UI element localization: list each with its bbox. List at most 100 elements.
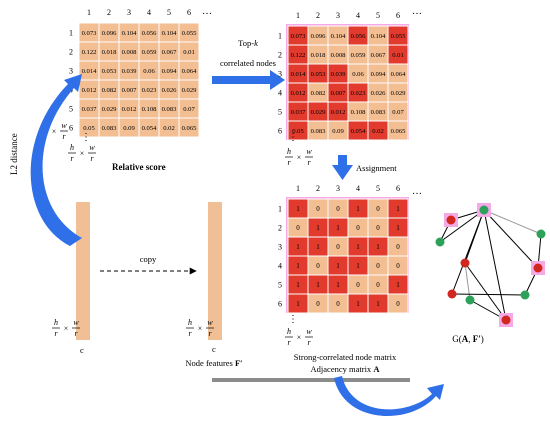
adjacency-col-index: 2 (316, 184, 320, 193)
svg-text:w: w (89, 143, 95, 152)
svg-text:w: w (61, 121, 67, 130)
relative-score-row-index: 3 (69, 67, 73, 76)
topk-row-index: 4 (278, 89, 282, 98)
adjacency-cell-value: 1 (356, 262, 360, 270)
relative-score-row-index: 5 (69, 105, 73, 114)
topk-cell-value: 0.083 (371, 109, 387, 116)
adjacency-cell-value: 1 (376, 300, 380, 308)
topk-cell-value: 0.007 (331, 90, 347, 97)
adjacency-cell-value: 0 (316, 205, 320, 213)
adjacency-row-index: 5 (278, 281, 282, 290)
svg-text:×: × (297, 153, 302, 162)
relative-score-cell-value: 0.012 (82, 87, 97, 94)
svg-text:×: × (80, 149, 85, 158)
topk-col-index: 1 (296, 11, 300, 20)
topk-label-line2: correlated nodes (220, 58, 276, 68)
adjacency-row-index: 3 (278, 243, 282, 252)
topk-cell-value: 0.014 (291, 71, 307, 78)
relative-score-cell-value: 0.008 (122, 49, 138, 56)
topk-cell-value: 0.094 (371, 71, 387, 78)
relative-score-cell-value: 0.02 (163, 125, 175, 132)
topk-cell-value: 0.073 (291, 33, 307, 40)
adjacency-cell-value: 0 (316, 262, 320, 270)
relative-score-cell-value: 0.055 (182, 30, 198, 37)
adjacency-cell-value: 0 (376, 281, 380, 289)
assignment-label: Assignment (356, 163, 397, 173)
adjacency-cell-value: 0 (376, 262, 380, 270)
relative-score-col-index: 4 (147, 8, 151, 17)
adjacency-cell-value: 1 (316, 224, 320, 232)
svg-text:h: h (287, 147, 291, 156)
topk-cell-value: 0.067 (371, 52, 387, 59)
relative-score-cell-value: 0.029 (182, 87, 198, 94)
topk-col-index: 6 (396, 11, 400, 20)
svg-text:r: r (62, 132, 66, 141)
topk-row-vellipsis: ⋮ (288, 132, 298, 143)
input-feature-channel-label: c (80, 345, 84, 355)
relative-score-cell-value: 0.104 (122, 30, 138, 37)
adjacency-col-ellipsis: … (412, 186, 422, 197)
relative-score-cell-value: 0.054 (142, 125, 158, 132)
adjacency-cell-value: 0 (376, 224, 380, 232)
adjacency-cell-value: 1 (396, 205, 400, 213)
relative-score-col-index: 5 (167, 8, 171, 17)
topk-cell-value: 0.059 (351, 52, 367, 59)
adjacency-cell-value: 1 (296, 205, 300, 213)
svg-text:r: r (188, 329, 192, 338)
adjacency-col-index: 3 (336, 184, 340, 193)
svg-text:h: h (287, 327, 291, 336)
topk-cell (387, 120, 409, 141)
topk-cell-value: 0.06 (352, 71, 364, 78)
topk-cell-value: 0.012 (331, 109, 346, 116)
relative-score-row-index: 1 (69, 29, 73, 38)
topk-row-index: 6 (278, 127, 282, 136)
graph-edge (439, 209, 485, 243)
adjacency-row-index: 2 (278, 224, 282, 233)
topk-cell-value: 0.104 (331, 33, 347, 40)
relative-score-cell-value: 0.073 (82, 30, 98, 37)
relative-score-cell-value: 0.056 (142, 30, 158, 37)
graph-label: G(A, F′) (452, 334, 484, 344)
svg-text:h: h (70, 143, 74, 152)
adjacency-cell-value: 0 (336, 300, 340, 308)
topk-cell-value: 0.108 (351, 109, 367, 116)
relative-score-cell-value: 0.026 (162, 87, 178, 94)
relative-score-col-index: 1 (87, 8, 91, 17)
adjacency-col-index: 1 (296, 184, 300, 193)
topk-cell-value: 0.008 (331, 52, 347, 59)
svg-text:×: × (64, 324, 69, 333)
relative-score-cell-value: 0.083 (162, 106, 178, 113)
topk-col-index: 5 (376, 11, 380, 20)
topk-cell-value: 0.018 (311, 52, 327, 59)
adjacency-cell-value: 0 (336, 205, 340, 213)
topk-cell-value: 0.01 (392, 52, 404, 59)
adjacency-caption-2: Adjacency matrix A (311, 364, 381, 374)
graph-node (460, 258, 470, 268)
adjacency-cell-value: 1 (296, 300, 300, 308)
topk-arrow (212, 70, 285, 90)
topk-cell-value: 0.104 (371, 33, 387, 40)
topk-cell-value: 0.02 (372, 128, 384, 135)
adjacency-cell-value: 0 (396, 243, 400, 251)
adjacency-cell-value: 1 (396, 281, 400, 289)
relative-score-cell-value: 0.039 (122, 68, 138, 75)
relative-score-col-ellipsis: … (202, 6, 212, 17)
graph-node (435, 237, 445, 247)
adjacency-cell-value: 1 (356, 243, 360, 251)
svg-text:r: r (90, 154, 94, 163)
relative-score-cell-value: 0.122 (82, 49, 97, 56)
adjacency-cell-value: 1 (296, 243, 300, 251)
svg-text:w: w (306, 147, 312, 156)
topk-row-index: 1 (278, 32, 282, 41)
relative-score-cell-value: 0.012 (122, 106, 137, 113)
topk-cell-value: 0.029 (311, 109, 327, 116)
svg-text:r: r (287, 338, 291, 347)
adjacency-row-index: 1 (278, 205, 282, 214)
svg-text:w: w (73, 318, 79, 327)
svg-text:r: r (208, 329, 212, 338)
input-feature-dimension: hr×wr (52, 318, 80, 338)
topk-cell-value: 0.122 (291, 52, 306, 59)
